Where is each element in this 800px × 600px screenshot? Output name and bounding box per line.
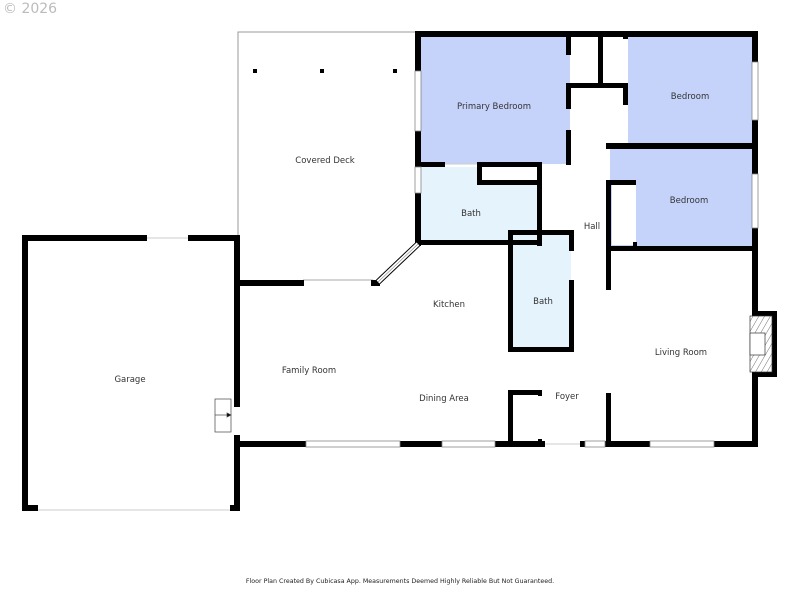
bath-1-closet [480, 164, 538, 182]
copyright-watermark: © 2026 [3, 1, 58, 17]
room-label-kitchen: Kitchen [433, 300, 465, 310]
room-label-garage: Garage [114, 375, 146, 385]
bath-2-fill [511, 233, 571, 349]
room-label-foyer: Foyer [555, 392, 579, 402]
footer-disclaimer: Floor Plan Created By Cubicasa App. Meas… [245, 578, 555, 585]
room-label-primary-bedroom: Primary Bedroom [457, 102, 531, 112]
room-label-living-room: Living Room [654, 348, 708, 358]
room-label-bedroom-2: Bedroom [669, 196, 709, 206]
room-label-dining-area: Dining Area [419, 394, 469, 404]
windows [305, 61, 759, 448]
primary-bedroom-fill [420, 37, 570, 164]
room-label-bath-2: Bath [533, 297, 553, 307]
angled-window [375, 241, 421, 285]
deck-post [320, 69, 324, 73]
bedroom-2-closet [612, 183, 636, 245]
room-label-bedroom-1: Bedroom [670, 92, 710, 102]
room-label-bath-1: Bath [461, 209, 481, 219]
garage-step [214, 398, 232, 433]
room-label-covered-deck: Covered Deck [295, 156, 355, 166]
fireplace [749, 315, 773, 373]
bedroom-1-fill [628, 37, 754, 143]
deck-post [253, 69, 257, 73]
room-label-family-room: Family Room [281, 366, 337, 376]
covered-deck-outline [237, 31, 418, 282]
deck-post [393, 69, 397, 73]
walls [22, 31, 777, 511]
room-label-hall: Hall [583, 222, 601, 232]
